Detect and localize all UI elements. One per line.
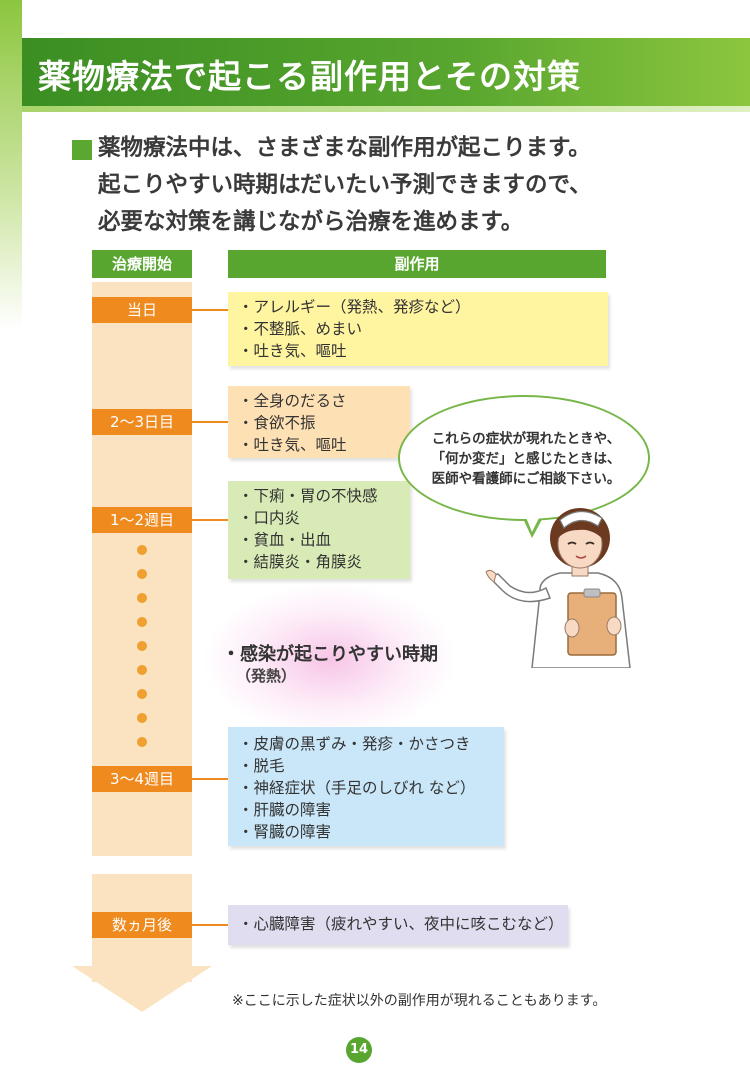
lead-bullet-square [72, 140, 92, 160]
speech-line-3: 医師や看護師にご相談下さい。 [431, 471, 621, 487]
effect-item: ・吐き気、嘔吐 [238, 436, 347, 454]
timeline-dot [137, 569, 147, 579]
timeline-dot [137, 713, 147, 723]
effect-item: ・口内炎 [238, 509, 301, 527]
page-title: 薬物療法で起こる副作用とその対策 [38, 57, 582, 96]
effect-box-months-later: ・心臓障害（疲れやすい、夜中に咳こむなど） [228, 905, 568, 945]
effect-item: ・肝臓の障害 [238, 801, 332, 819]
effect-item: ・皮膚の黒ずみ・発疹・かさつき [238, 735, 471, 753]
page-number: 14 [346, 1037, 372, 1063]
effect-item: ・脱毛 [238, 757, 285, 775]
connector [192, 519, 228, 521]
lead-line-3: 必要な対策を講じながら治療を進めます。 [98, 209, 524, 235]
stage-tag-weeks-1-2: 1～2週目 [92, 507, 192, 533]
timeline-dot [137, 665, 147, 675]
timeline-dot [137, 737, 147, 747]
speech-line-1: これらの症状が現れたときや、 [431, 431, 621, 447]
effect-item: ・神経症状（手足のしびれ など） [238, 779, 476, 797]
lead-paragraph: 薬物療法中は、さまざまな副作用が起こります。 起こりやすい時期はだいたい予測でき… [70, 132, 730, 243]
speech-bubble-tail-inner [523, 510, 543, 532]
timeline-header: 治療開始 [92, 250, 192, 278]
stage-tag-day-of: 当日 [92, 297, 192, 323]
stage-tag-months-later: 数ヵ月後 [92, 912, 192, 938]
infection-period-label: ・感染が起こりやすい時期 [222, 644, 438, 665]
effect-box-weeks-1-2: ・下痢・胃の不快感 ・口内炎 ・貧血・出血 ・結膜炎・角膜炎 [228, 481, 410, 579]
stage-tag-days-2-3: 2～3日目 [92, 409, 192, 435]
effect-item: ・食欲不振 [238, 414, 316, 432]
effect-item: ・アレルギー（発熱、発疹など） [238, 298, 471, 316]
lead-line-2: 起こりやすい時期はだいたい予測できますので、 [98, 172, 592, 198]
timeline-dot [137, 593, 147, 603]
effect-item: ・腎臓の障害 [238, 823, 332, 841]
timeline-column [92, 282, 192, 982]
effect-box-days-2-3: ・全身のだるさ ・食欲不振 ・吐き気、嘔吐 [228, 386, 410, 458]
effect-item: ・下痢・胃の不快感 [238, 487, 378, 505]
connector [192, 778, 228, 780]
effect-item: ・結膜炎・角膜炎 [238, 553, 363, 571]
speech-bubble-text: これらの症状が現れたときや、 「何か変だ」と感じたときは、 医師や看護師にご相談… [420, 429, 632, 489]
footnote: ※ここに示した症状以外の副作用が現れることもあります。 [232, 993, 607, 1009]
connector [192, 421, 228, 423]
infection-highlight [205, 585, 455, 735]
effect-item: ・全身のだるさ [238, 392, 347, 410]
effect-item: ・不整脈、めまい [238, 320, 363, 338]
timeline-dot [137, 689, 147, 699]
effect-item: ・吐き気、嘔吐 [238, 342, 347, 360]
timeline-dot [137, 641, 147, 651]
effect-item: ・貧血・出血 [238, 531, 332, 549]
title-bar: 薬物療法で起こる副作用とその対策 [22, 38, 750, 112]
timeline-dot [137, 617, 147, 627]
left-accent-strip [0, 0, 22, 330]
connector [192, 309, 228, 311]
speech-line-2: 「何か変だ」と感じたときは、 [431, 451, 621, 467]
effects-header: 副作用 [228, 250, 606, 278]
nurse-illustration [485, 508, 631, 668]
timeline-break [86, 856, 198, 874]
timeline-arrow-head [72, 966, 212, 1012]
timeline-dot [137, 545, 147, 555]
stage-tag-weeks-3-4: 3～4週目 [92, 766, 192, 792]
effect-box-day-of: ・アレルギー（発熱、発疹など） ・不整脈、めまい ・吐き気、嘔吐 [228, 292, 608, 366]
connector [192, 924, 228, 926]
infection-period-note: （発熱） [236, 667, 297, 685]
lead-line-1: 薬物療法中は、さまざまな副作用が起こります。 [98, 135, 591, 161]
effect-item: ・心臓障害（疲れやすい、夜中に咳こむなど） [238, 915, 564, 933]
effect-box-weeks-3-4: ・皮膚の黒ずみ・発疹・かさつき ・脱毛 ・神経症状（手足のしびれ など） ・肝臓… [228, 727, 504, 846]
